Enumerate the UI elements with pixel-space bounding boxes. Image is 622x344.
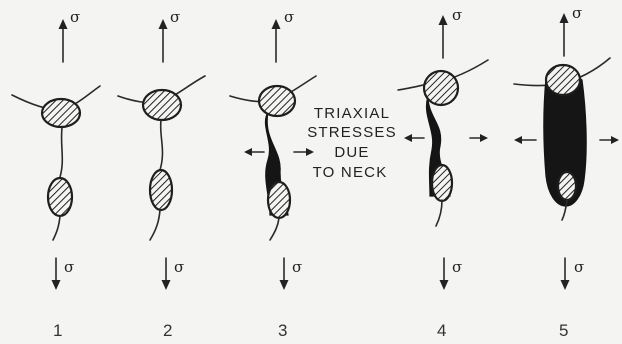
sigma-label: σ <box>574 258 584 276</box>
stage-3: σ σ 3 <box>230 8 316 340</box>
sigma-label: σ <box>170 8 180 26</box>
inclusion-top <box>424 71 458 105</box>
sigma-label: σ <box>174 258 184 276</box>
stress-arrow-top: σ <box>560 4 583 56</box>
stage-number: 5 <box>559 321 568 340</box>
stage-4: σ σ 4 <box>398 6 488 340</box>
note-line-2: STRESSES <box>307 124 397 141</box>
inclusion-top <box>546 65 580 95</box>
stage-number: 3 <box>278 321 287 340</box>
inclusion-top <box>259 86 295 116</box>
stress-arrow-top: σ <box>159 8 181 62</box>
sigma-label: σ <box>292 258 302 276</box>
inclusion-bottom <box>558 172 576 200</box>
inclusion-top <box>143 90 181 120</box>
sigma-label: σ <box>452 258 462 276</box>
tail-line <box>436 200 442 226</box>
stage-2: σ σ 2 <box>118 8 205 340</box>
sigma-label: σ <box>64 258 74 276</box>
neck-arrow-left <box>404 134 424 142</box>
neck-arrow-left <box>514 136 536 144</box>
inclusion-bottom <box>48 178 72 216</box>
note-line-1: TRIAXIAL <box>314 105 390 122</box>
stress-arrow-bottom: σ <box>280 258 303 290</box>
neck-arrow-right <box>294 148 314 156</box>
connecting-ligament <box>160 120 162 170</box>
stress-arrow-bottom: σ <box>561 258 585 290</box>
stage-1: σ σ 1 <box>12 8 100 340</box>
neck-arrow-right <box>470 134 488 142</box>
sigma-label: σ <box>70 8 80 26</box>
stage-number: 4 <box>437 321 446 340</box>
stage-number: 2 <box>163 321 172 340</box>
stress-arrow-bottom: σ <box>162 258 185 290</box>
note-line-4: TO NECK <box>313 164 388 181</box>
sigma-label: σ <box>452 6 462 24</box>
stress-arrow-top: σ <box>439 6 463 58</box>
note-line-3: DUE <box>334 144 369 161</box>
inclusion-top <box>42 99 80 127</box>
tail-line <box>53 216 60 240</box>
inclusion-bottom <box>150 170 172 210</box>
inclusion-bottom <box>432 165 452 201</box>
sigma-label: σ <box>284 8 294 26</box>
stress-arrow-top: σ <box>59 8 81 62</box>
stress-arrow-bottom: σ <box>52 258 75 290</box>
sigma-label: σ <box>572 4 582 22</box>
triaxial-stress-note: TRIAXIAL STRESSES DUE TO NECK <box>307 105 397 181</box>
stage-number: 1 <box>53 321 62 340</box>
stress-arrow-bottom: σ <box>440 258 463 290</box>
stress-arrow-top: σ <box>272 8 295 62</box>
tail-line <box>150 210 160 240</box>
neck-arrow-left <box>244 148 264 156</box>
connecting-ligament <box>60 128 62 177</box>
neck-arrow-right <box>600 136 619 144</box>
inclusion-bottom <box>268 182 290 218</box>
stage-5: σ σ 5 <box>514 4 619 340</box>
tail-line <box>270 218 279 240</box>
